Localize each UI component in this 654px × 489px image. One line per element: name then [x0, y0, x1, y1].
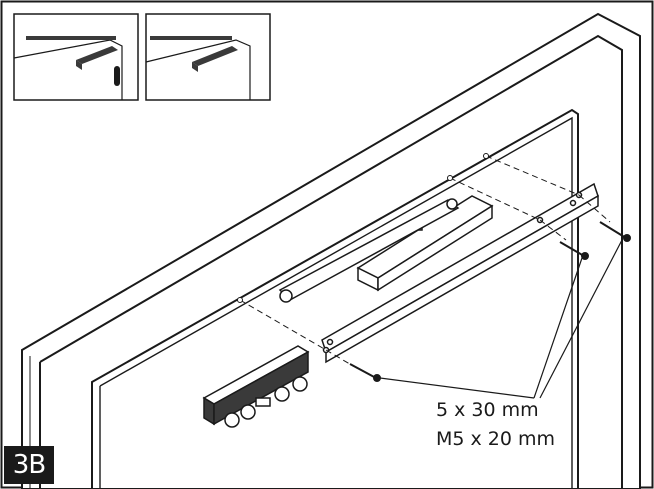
callout-leaders: [379, 239, 623, 399]
inset-closer-on-door-leaf: [145, 13, 271, 101]
slide-track: [202, 345, 310, 428]
screw-spec-metal: M5 x 20 mm: [436, 428, 556, 450]
screw-spec-wood: 5 x 30 mm: [436, 399, 539, 421]
closer-arm: [278, 198, 460, 303]
inset-closer-on-frame-side: [13, 13, 139, 101]
mounting-plate: [321, 182, 599, 364]
door-closer-body: [356, 195, 494, 292]
frame-holes: [237, 153, 489, 303]
step-label: 3B: [4, 446, 54, 484]
